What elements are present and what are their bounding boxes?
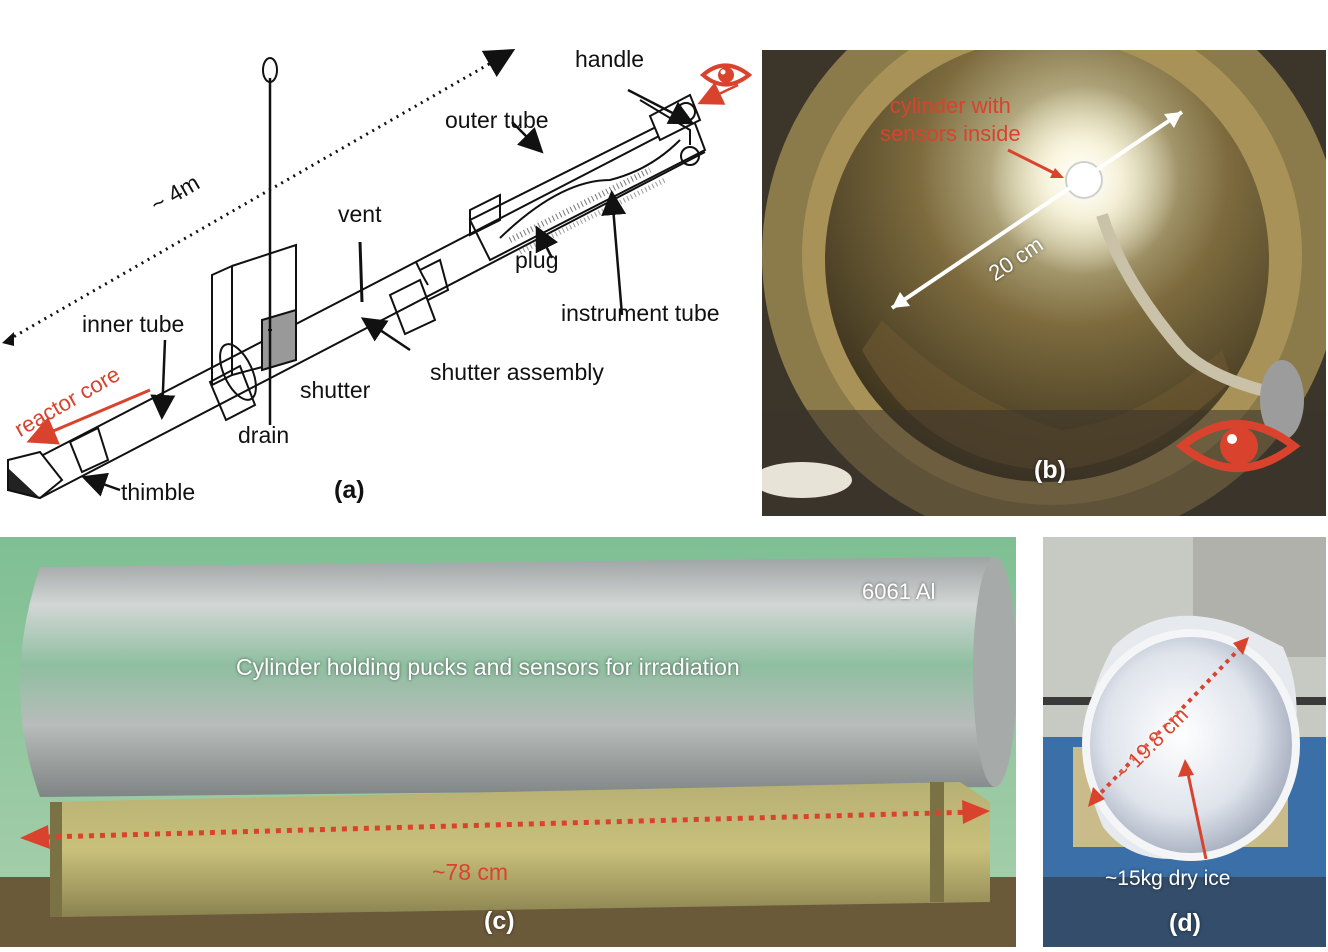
panel-b-beam-port-photo: cylinder with sensors inside 20 cm (b) — [762, 50, 1326, 516]
eye-icon — [699, 63, 753, 87]
panel-b-tag: (b) — [1034, 456, 1066, 484]
drain-label: drain — [238, 422, 290, 448]
length-dimension-line — [44, 809, 976, 840]
panel-a-beam-tube-diagram: handle outer tube vent plug instrument t… — [0, 30, 760, 520]
vent-label: vent — [338, 201, 382, 227]
diameter-dimension-arrow — [890, 110, 1184, 310]
cylinder-callout-label: cylinder with sensors inside — [880, 93, 1021, 146]
panel-c-cylinder-photo: 6061 Al Cylinder holding pucks and senso… — [0, 537, 1016, 947]
leader-arrows — [81, 88, 695, 497]
inner-tube-label: inner tube — [82, 311, 185, 337]
reactor-core-direction-arrow — [26, 388, 151, 445]
shutter-assembly-label: shutter assembly — [430, 359, 604, 385]
outer-tube-label: outer tube — [445, 107, 549, 133]
beam-tube-drawing — [2, 49, 753, 500]
panel-d-tag: (d) — [1169, 909, 1201, 937]
handle-label: handle — [575, 46, 645, 72]
material-label: 6061 Al — [862, 579, 936, 604]
beam-port-photo-illustration — [762, 50, 1326, 516]
dry-ice-label: ~15kg dry ice — [1105, 867, 1231, 890]
dry-ice-photo-illustration — [1043, 537, 1326, 947]
instrument-tube-label: instrument tube — [561, 300, 720, 326]
eye-icon — [1175, 420, 1301, 472]
plug-label: plug — [515, 247, 559, 273]
view-direction-arrow — [697, 82, 739, 105]
cylinder-length-label: ~78 cm — [432, 859, 509, 885]
shutter-label: shutter — [300, 377, 371, 403]
tube-body — [7, 57, 707, 500]
panel-c-tag: (c) — [484, 907, 515, 935]
thimble-label: thimble — [121, 479, 196, 505]
panel-a-tag: (a) — [334, 476, 365, 504]
cylinder-caption: Cylinder holding pucks and sensors for i… — [236, 654, 740, 680]
cylinder-photo-illustration — [0, 537, 1016, 947]
panel-d-dry-ice-photo: ~ 19.8 cm ~15kg dry ice (d) — [1043, 537, 1326, 947]
